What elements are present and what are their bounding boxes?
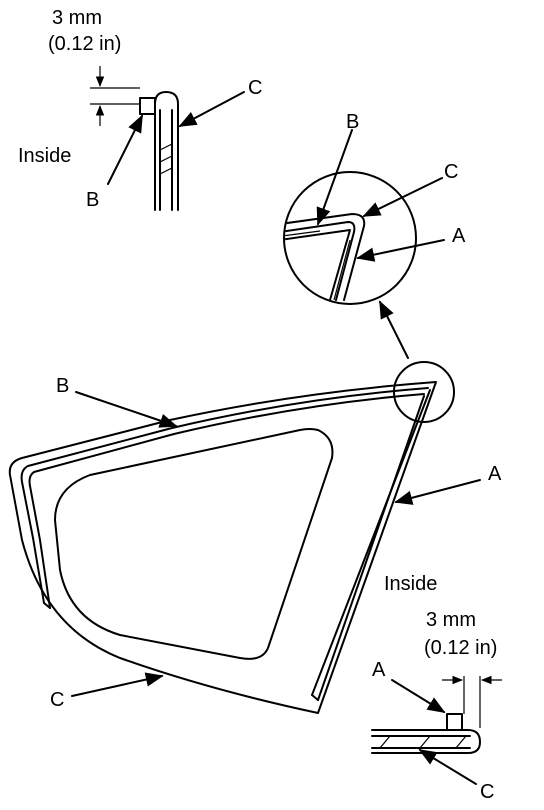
label-b-zoom: B xyxy=(346,111,360,133)
zoom-detail xyxy=(283,171,417,305)
zoom-arrow xyxy=(379,300,409,359)
section-bottom-right xyxy=(371,675,502,785)
molding-b-inner xyxy=(28,393,425,609)
dim-label-mm-bottom: 3 mm xyxy=(426,609,476,631)
molding-a-inner xyxy=(317,395,425,701)
molding-a-section xyxy=(446,713,463,731)
molding-b-section xyxy=(139,97,156,115)
zoom-circle xyxy=(283,171,417,305)
dim-label-in-top: (0.12 in) xyxy=(48,33,122,55)
label-a-main: A xyxy=(488,463,502,485)
detail-callout-circle xyxy=(393,361,455,423)
label-inside-top: Inside xyxy=(18,145,72,167)
label-c-bottom: C xyxy=(480,781,495,803)
label-c-top: C xyxy=(248,77,263,99)
label-a-zoom: A xyxy=(452,225,466,247)
label-inside-bottom: Inside xyxy=(384,573,438,595)
molding-b xyxy=(20,387,429,604)
dim-label-mm-top: 3 mm xyxy=(52,7,102,29)
molding-b-end xyxy=(43,602,51,609)
dim-label-in-bottom: (0.12 in) xyxy=(424,637,498,659)
molding-a-end xyxy=(311,694,319,701)
glass-inner-area xyxy=(54,428,334,660)
molding-a xyxy=(311,389,431,696)
section-top-left xyxy=(90,66,245,211)
main-leaders xyxy=(71,129,481,697)
glass-outer-edge xyxy=(8,381,437,714)
label-b-main: B xyxy=(56,375,70,397)
section-glass-edge xyxy=(154,91,179,211)
section-glass-edge-2 xyxy=(371,729,481,754)
quarter-glass xyxy=(8,361,455,714)
label-b-top: B xyxy=(86,189,100,211)
label-c-zoom: C xyxy=(444,161,459,183)
label-a-bottom: A xyxy=(372,659,386,681)
label-c-main: C xyxy=(50,689,65,711)
